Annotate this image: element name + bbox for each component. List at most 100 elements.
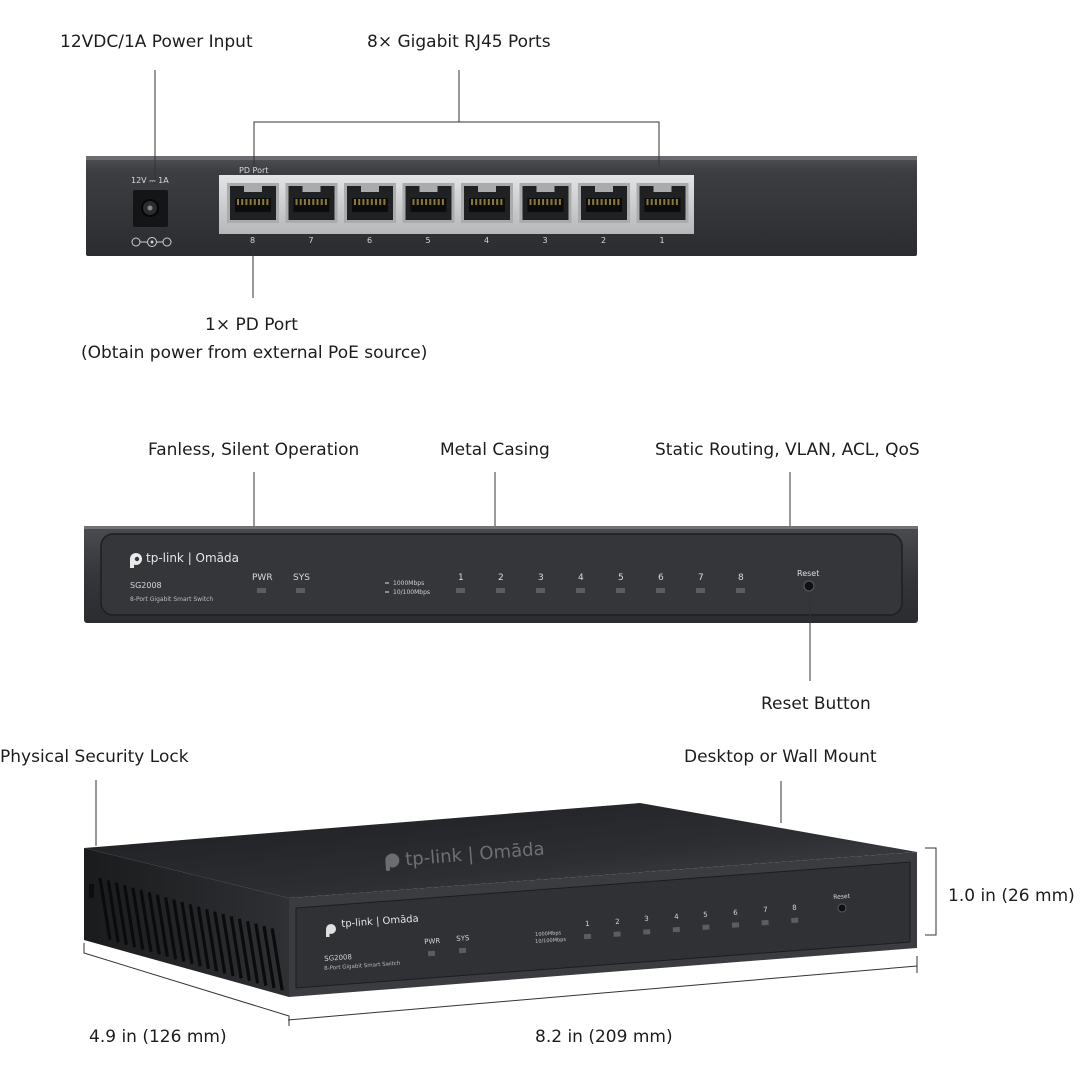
vent-slot <box>270 928 284 991</box>
tp-link-logo-icon <box>130 553 142 568</box>
front-speed-led-1000 <box>385 582 389 584</box>
vent-slot <box>254 923 268 986</box>
isometric-switch: tp-link | Omāda <box>84 803 917 997</box>
iso-sys-led <box>458 947 467 954</box>
iso-port-led-4 <box>672 926 680 933</box>
rear-panel <box>86 156 917 256</box>
vent-slot <box>123 884 137 948</box>
iso-led-number-7: 7 <box>762 905 768 915</box>
front-speed-10-100: 10/100Mbps <box>393 589 431 596</box>
height-label: 1.0 in (26 mm) <box>948 886 1075 906</box>
rj45-ports <box>227 183 689 223</box>
front-speed-1000: 1000Mbps <box>393 580 425 587</box>
vent-slot <box>98 877 112 941</box>
panel2-callout-lines <box>253 472 811 681</box>
rj45-port-5 <box>402 183 455 223</box>
pd-port-note: (Obtain power from external PoE source) <box>81 343 428 363</box>
vent-slot <box>155 894 169 958</box>
front-led-number-6: 6 <box>658 573 664 583</box>
iso-led-number-2: 2 <box>614 917 620 926</box>
reset-hole-icon <box>803 580 815 592</box>
power-rating-text: 12V ⎓ 1A <box>131 176 169 185</box>
front-led-number-2: 2 <box>498 573 504 583</box>
front-port-led-7 <box>696 588 705 593</box>
iso-led-number-3: 3 <box>644 915 650 924</box>
front-pwr-led <box>257 588 266 593</box>
front-speed-led-10-100 <box>385 591 389 593</box>
iso-pwr-led <box>427 950 436 957</box>
rj45-port-4 <box>461 183 513 223</box>
features-label: Static Routing, VLAN, ACL, QoS <box>655 440 920 460</box>
front-reset-text: Reset <box>797 569 820 578</box>
reset-button-label: Reset Button <box>761 694 871 714</box>
vent-slot <box>147 892 161 955</box>
vent-slot <box>131 887 145 950</box>
front-port-led-2 <box>496 588 505 593</box>
iso-led-number-4: 4 <box>673 912 679 922</box>
vent-slot <box>237 918 251 982</box>
rear-port-number-6: 6 <box>367 236 373 245</box>
front-led-number-7: 7 <box>698 573 704 583</box>
rj45-port-block <box>219 175 694 234</box>
rear-port-number-5: 5 <box>425 236 431 245</box>
power-jack <box>131 190 172 247</box>
iso-port-led-3 <box>643 929 651 935</box>
vent-slot <box>221 913 235 977</box>
vent-grille <box>98 877 284 991</box>
rear-port-number-1: 1 <box>659 236 665 245</box>
pd-port-tag: PD Port <box>239 166 269 175</box>
width-label: 8.2 in (209 mm) <box>535 1027 673 1047</box>
rear-port-number-3: 3 <box>542 236 548 245</box>
front-led-number-5: 5 <box>618 573 624 583</box>
iso-reset-hole-icon <box>837 903 847 913</box>
vent-slot <box>180 901 194 965</box>
vent-slot <box>164 896 178 960</box>
front-port-led-4 <box>576 588 585 593</box>
ports-label: 8× Gigabit RJ45 Ports <box>367 32 551 52</box>
iso-pwr-label: PWR <box>424 936 441 946</box>
front-brand-text: tp-link | Omāda <box>146 551 240 565</box>
rj45-port-8 <box>227 183 279 223</box>
front-led-number-4: 4 <box>578 573 584 583</box>
vent-slot <box>106 880 120 943</box>
panel3-callout-lines <box>83 780 937 1026</box>
iso-led-number-1: 1 <box>585 919 591 928</box>
front-led-number-3: 3 <box>538 573 544 583</box>
vent-slot <box>229 916 243 979</box>
front-sys-label: SYS <box>293 573 310 583</box>
front-led-number-1: 1 <box>458 573 464 583</box>
front-port-led-3 <box>536 588 545 593</box>
iso-port-led-6 <box>731 922 740 928</box>
front-led-number-8: 8 <box>738 573 744 583</box>
iso-sys-label: SYS <box>456 934 470 943</box>
metal-casing-label: Metal Casing <box>440 440 550 460</box>
rj45-port-6 <box>344 183 396 223</box>
vent-slot <box>213 911 227 974</box>
front-port-led-1 <box>456 588 465 593</box>
rj45-port-1 <box>636 183 689 223</box>
iso-port-led-7 <box>761 919 769 926</box>
vent-slot <box>172 899 186 962</box>
security-lock-label: Physical Security Lock <box>0 747 189 767</box>
iso-led-array <box>427 917 799 957</box>
iso-port-led-8 <box>791 917 799 924</box>
fanless-label: Fanless, Silent Operation <box>148 440 360 460</box>
power-input-label: 12VDC/1A Power Input <box>60 32 253 52</box>
rear-port-number-8: 8 <box>250 236 256 245</box>
vent-slot <box>246 920 260 984</box>
rear-port-number-4: 4 <box>484 236 490 245</box>
rj45-port-2 <box>578 183 630 223</box>
iso-port-led-2 <box>613 931 621 937</box>
rear-port-number-2: 2 <box>601 236 607 245</box>
security-lock-slot <box>89 884 94 898</box>
front-panel <box>84 526 918 623</box>
front-pwr-label: PWR <box>252 573 273 583</box>
front-model-desc: 8-Port Gigabit Smart Switch <box>130 596 214 603</box>
rear-port-number-7: 7 <box>308 236 314 245</box>
front-sys-led <box>296 588 305 593</box>
panel1-callout-lines <box>154 70 660 298</box>
iso-led-number-8: 8 <box>792 903 798 912</box>
iso-port-led-5 <box>702 924 710 931</box>
